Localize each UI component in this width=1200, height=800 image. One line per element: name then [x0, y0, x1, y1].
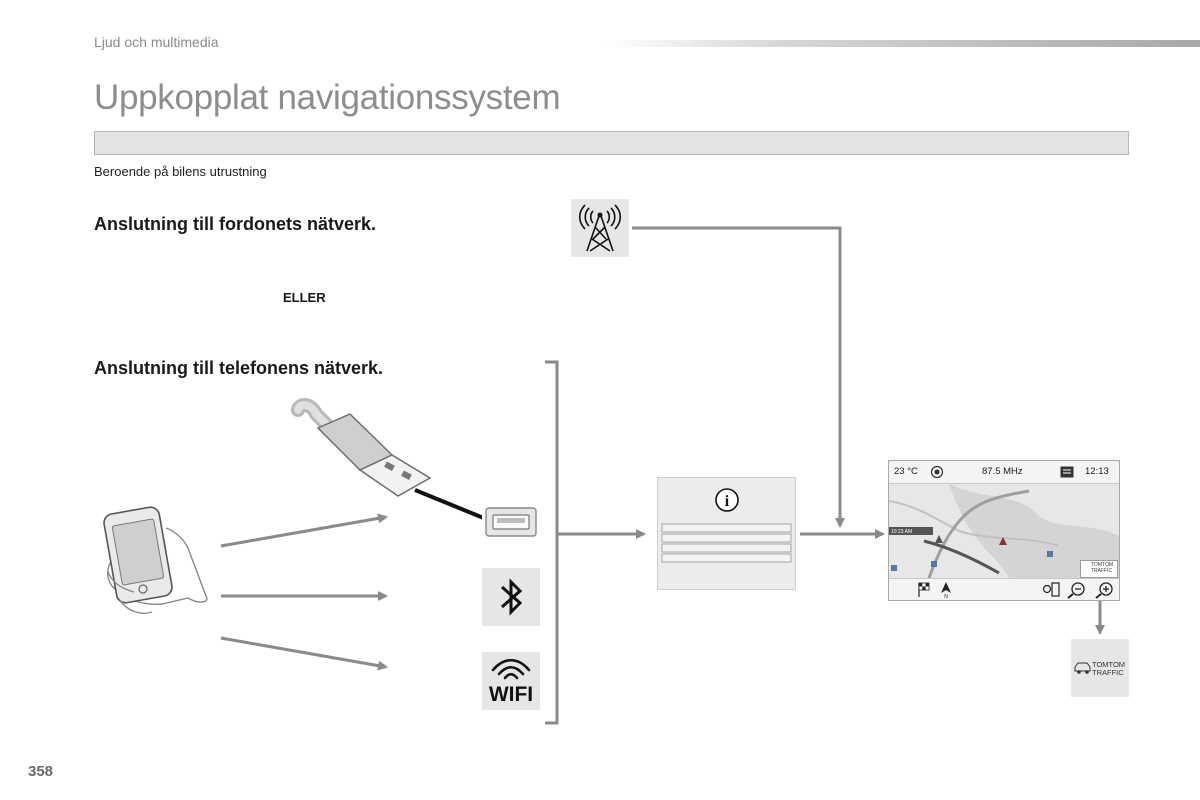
usb-port-icon [482, 497, 540, 547]
svg-text:i: i [725, 493, 730, 510]
temperature-readout: 23 °C [894, 466, 918, 477]
settings-icon[interactable] [1041, 581, 1061, 599]
traffic-label-line2: TRAFFIC [1092, 668, 1124, 677]
tomtom-traffic-button[interactable]: TOMTOM TRAFFIC [1071, 639, 1129, 697]
phone-network-heading: Anslutning till telefonens nätverk. [94, 358, 384, 378]
message-icon [1060, 466, 1074, 478]
radio-icon [930, 465, 944, 479]
wifi-label: WIFI [488, 683, 534, 706]
phone-usb-arrow [220, 513, 388, 548]
traffic-label-line1: TOMTOM [1092, 660, 1126, 669]
title-underline-box [94, 131, 1129, 155]
clock: 12:13 [1085, 466, 1109, 477]
antenna-tower-icon [571, 199, 629, 257]
bluetooth-icon [482, 568, 540, 626]
section-header: Ljud och multimedia [94, 34, 219, 50]
phone-wifi-arrow [220, 636, 388, 671]
bottom-bar: N [889, 578, 1119, 600]
page-number: 358 [28, 763, 54, 780]
info-icon [715, 488, 739, 512]
page-title: Uppkopplat navigationssystem [94, 78, 561, 117]
status-bar: 23 °C 87.5 MHz 12:13 [889, 461, 1119, 484]
navigation-screen: 10:23 AM 23 °C 87.5 MHz 12:13 TOMTOM TRA… [888, 460, 1120, 601]
or-label: ELLER [283, 290, 326, 305]
wifi-icon: WIFI [482, 652, 540, 710]
header-gradient-bar [605, 40, 1200, 47]
info-panel: i [657, 477, 796, 590]
connection-bracket [545, 360, 559, 725]
traffic-screen-button[interactable]: TOMTOM TRAFFIC [1080, 560, 1118, 578]
antenna-arrow [632, 226, 845, 528]
zoom-in-icon[interactable] [1095, 581, 1115, 599]
traffic-screen-label: TOMTOM TRAFFIC [1091, 562, 1114, 574]
zoom-out-icon[interactable] [1067, 581, 1087, 599]
svg-text:10:23 AM: 10:23 AM [891, 529, 912, 535]
compass-icon[interactable]: N [939, 581, 953, 599]
radio-frequency: 87.5 MHz [982, 466, 1023, 477]
destination-flag-icon[interactable] [917, 582, 931, 598]
svg-text:N: N [944, 594, 948, 599]
equipment-note: Beroende på bilens utrustning [94, 164, 267, 179]
smartphone-icon [103, 506, 208, 614]
traffic-car-icon [1074, 662, 1091, 674]
vehicle-network-heading: Anslutning till fordonets nätverk. [94, 214, 377, 234]
usb-plug-icon [291, 398, 487, 521]
